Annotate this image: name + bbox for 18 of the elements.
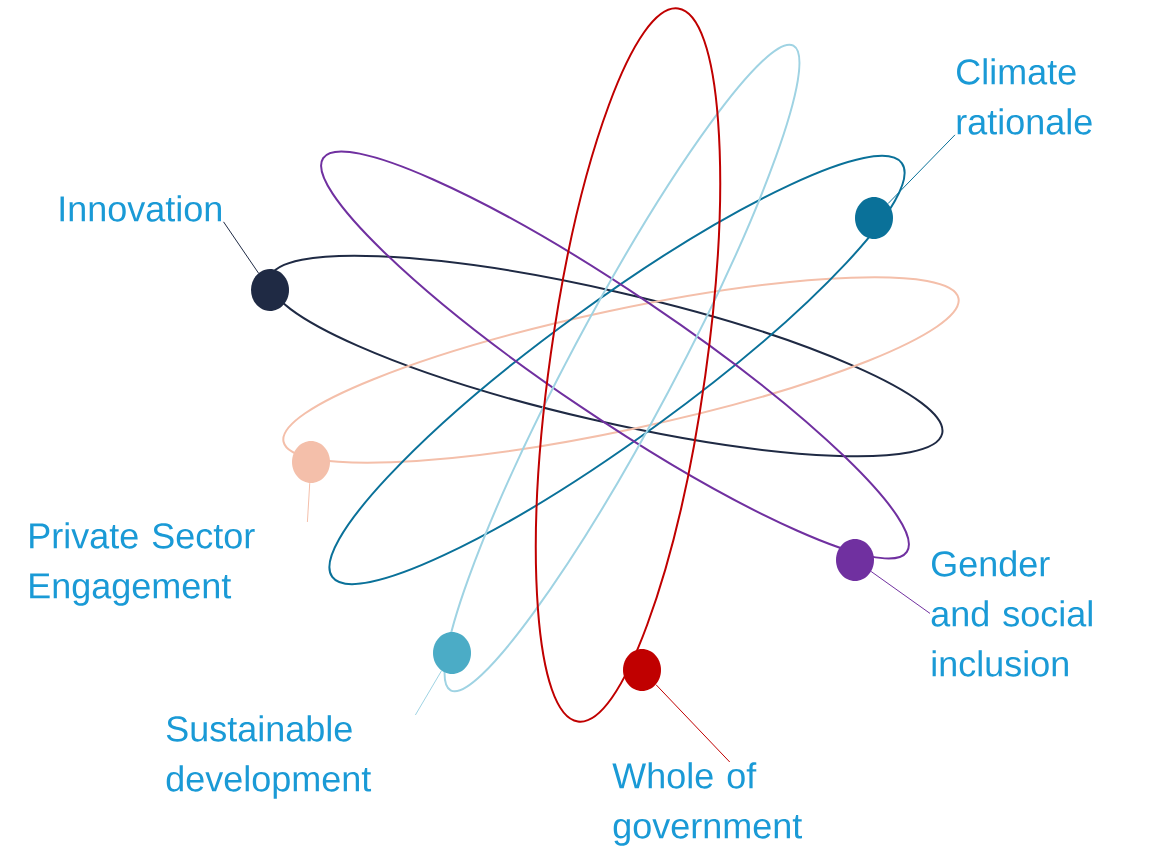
leader-line bbox=[655, 684, 731, 763]
leader-line bbox=[306, 482, 311, 523]
label-text: Climate rationale bbox=[957, 58, 1092, 135]
leader-line bbox=[223, 221, 259, 274]
label-text: Innovation bbox=[60, 195, 221, 222]
label-text: Private Sector Engagement bbox=[30, 522, 255, 606]
label-text: Gender and social inclusion bbox=[931, 550, 1092, 677]
label-text: Sustainable development bbox=[166, 715, 372, 799]
leader-line bbox=[870, 571, 931, 614]
dot bbox=[292, 441, 330, 483]
leader-line bbox=[887, 134, 956, 205]
leader-line bbox=[414, 670, 442, 716]
dot bbox=[433, 632, 471, 674]
label-text: Whole of government bbox=[612, 762, 802, 846]
dot bbox=[836, 539, 874, 581]
dot bbox=[855, 197, 893, 239]
dot bbox=[251, 269, 289, 311]
dot bbox=[623, 649, 661, 691]
